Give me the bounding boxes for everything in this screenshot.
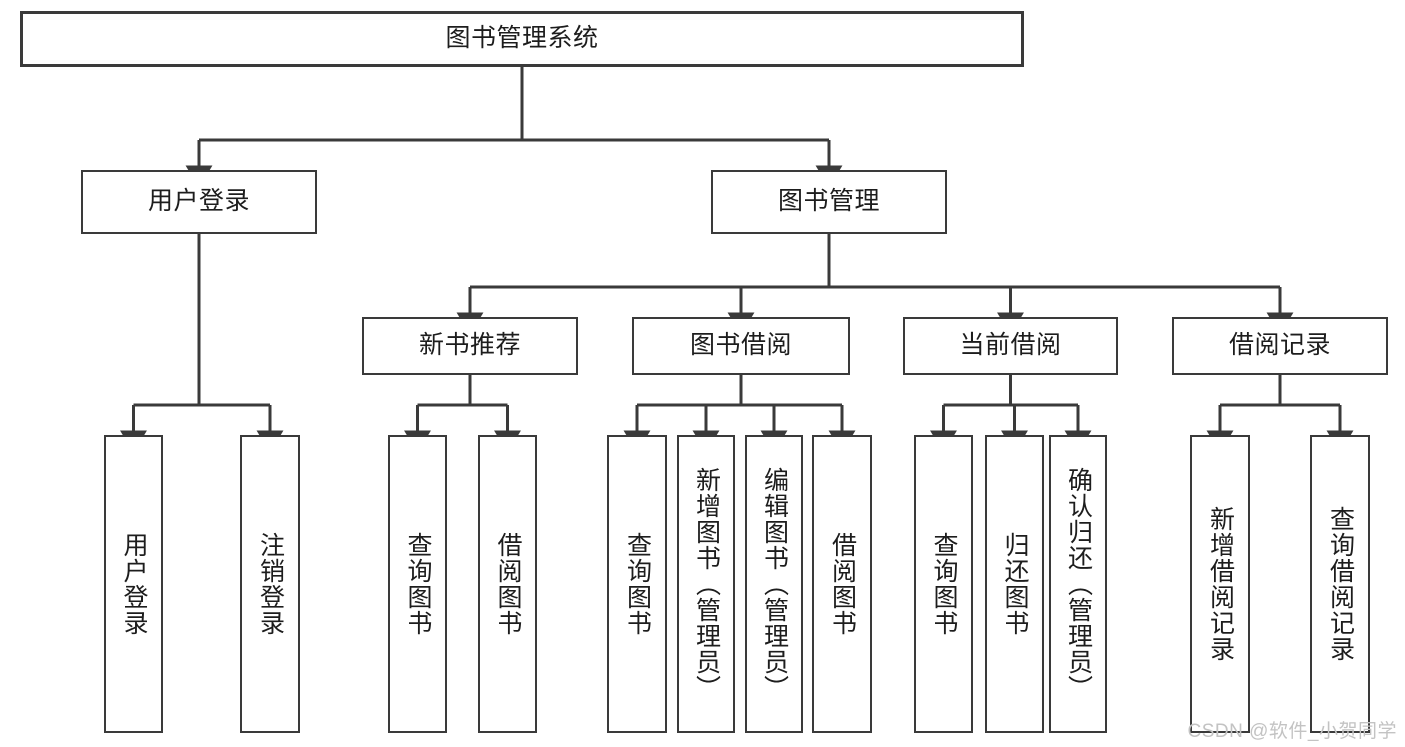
leaf-query-book-borrow[interactable]: 查询图书	[607, 435, 667, 733]
leaf-add-borrow-record[interactable]: 新增借阅记录	[1190, 435, 1250, 733]
leaf-logout-label: 注销登录	[256, 532, 285, 636]
leaf-confirm-return-label: 确认归还（管理员）	[1064, 467, 1093, 701]
node-book-manage-label: 图书管理	[777, 187, 880, 216]
leaf-query-book-borrow-label: 查询图书	[623, 532, 652, 636]
node-root-label: 图书管理系统	[445, 24, 599, 53]
leaf-add-book-label: 新增图书（管理员）	[692, 467, 721, 701]
leaf-user-login-label: 用户登录	[120, 532, 148, 636]
node-new-book-recommend[interactable]: 新书推荐	[362, 317, 578, 375]
leaf-query-book-recommend-label: 查询图书	[404, 532, 432, 636]
leaf-edit-book[interactable]: 编辑图书（管理员）	[745, 435, 803, 733]
node-root[interactable]: 图书管理系统	[20, 11, 1024, 67]
leaf-add-borrow-record-label: 新增借阅记录	[1206, 506, 1235, 662]
leaf-return-book[interactable]: 归还图书	[985, 435, 1044, 733]
node-user-login-label: 用户登录	[147, 187, 250, 216]
node-book-manage[interactable]: 图书管理	[711, 170, 947, 234]
node-current-borrow[interactable]: 当前借阅	[903, 317, 1118, 375]
node-borrow-record-label: 借阅记录	[1228, 331, 1331, 360]
leaf-query-borrow-record[interactable]: 查询借阅记录	[1310, 435, 1370, 733]
node-new-book-recommend-label: 新书推荐	[418, 331, 521, 360]
leaf-borrow-book-label: 借阅图书	[828, 532, 857, 636]
leaf-borrow-book-recommend[interactable]: 借阅图书	[478, 435, 537, 733]
leaf-query-borrow-record-label: 查询借阅记录	[1326, 506, 1355, 662]
leaf-query-book-current[interactable]: 查询图书	[914, 435, 973, 733]
leaf-query-book-recommend[interactable]: 查询图书	[388, 435, 447, 733]
node-book-borrow-label: 图书借阅	[689, 331, 792, 360]
leaf-borrow-book[interactable]: 借阅图书	[812, 435, 872, 733]
leaf-edit-book-label: 编辑图书（管理员）	[760, 467, 789, 701]
node-user-login[interactable]: 用户登录	[81, 170, 317, 234]
node-current-borrow-label: 当前借阅	[959, 331, 1062, 360]
leaf-borrow-book-recommend-label: 借阅图书	[494, 532, 522, 636]
leaf-add-book[interactable]: 新增图书（管理员）	[677, 435, 735, 733]
leaf-confirm-return[interactable]: 确认归还（管理员）	[1049, 435, 1107, 733]
leaf-return-book-label: 归还图书	[1001, 532, 1029, 636]
node-borrow-record[interactable]: 借阅记录	[1172, 317, 1388, 375]
node-book-borrow[interactable]: 图书借阅	[632, 317, 850, 375]
leaf-user-login[interactable]: 用户登录	[104, 435, 163, 733]
leaf-query-book-current-label: 查询图书	[930, 532, 958, 636]
leaf-logout[interactable]: 注销登录	[240, 435, 300, 733]
watermark-text: CSDN @软件_小贺同学	[1187, 721, 1397, 742]
